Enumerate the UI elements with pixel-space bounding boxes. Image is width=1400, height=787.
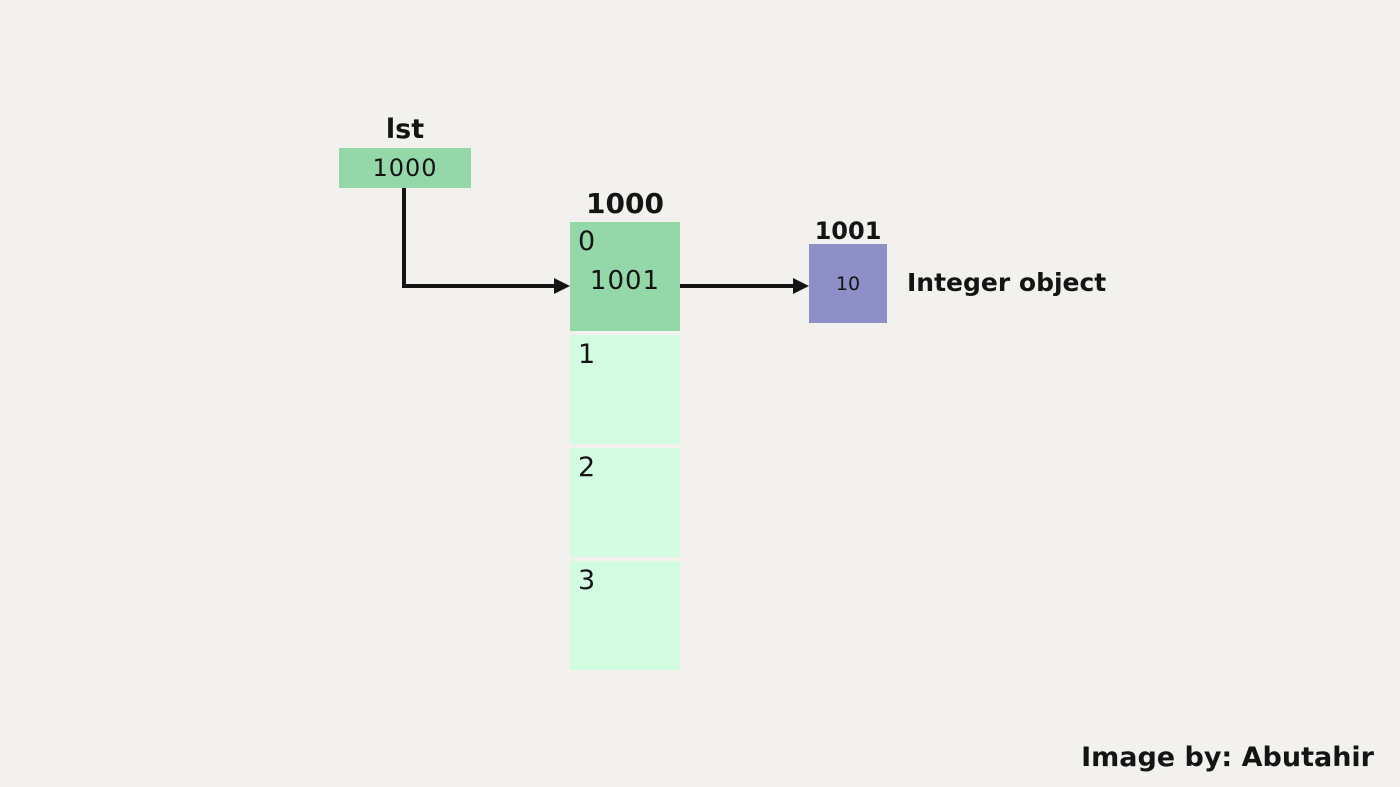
list-address-label: 1000 — [586, 187, 664, 220]
variable-box: 1000 — [339, 148, 471, 188]
list-column: 0 1001 1 2 3 — [570, 222, 680, 670]
list-cell-2: 2 — [570, 448, 680, 557]
variable-name-label: lst — [385, 114, 425, 145]
list-cell-3-index: 3 — [578, 565, 596, 596]
image-credit: Image by: Abutahir — [1081, 742, 1374, 773]
integer-object-caption: Integer object — [907, 268, 1107, 297]
arrow-cell0-to-int-head — [793, 278, 809, 294]
list-cell-0-index: 0 — [578, 226, 596, 257]
integer-object-address-label: 1001 — [814, 217, 882, 245]
integer-object-value: 10 — [835, 272, 861, 295]
variable-value: 1000 — [372, 154, 438, 182]
list-cell-2-index: 2 — [578, 452, 596, 483]
list-cell-3: 3 — [570, 561, 680, 670]
list-cell-1: 1 — [570, 335, 680, 444]
list-cell-0: 0 1001 — [570, 222, 680, 331]
arrow-lst-to-list-head — [554, 278, 570, 294]
list-cell-1-index: 1 — [578, 339, 596, 370]
arrow-lst-to-list — [402, 188, 554, 288]
list-cell-0-value: 1001 — [589, 266, 661, 296]
integer-object-box: 10 — [809, 244, 887, 323]
